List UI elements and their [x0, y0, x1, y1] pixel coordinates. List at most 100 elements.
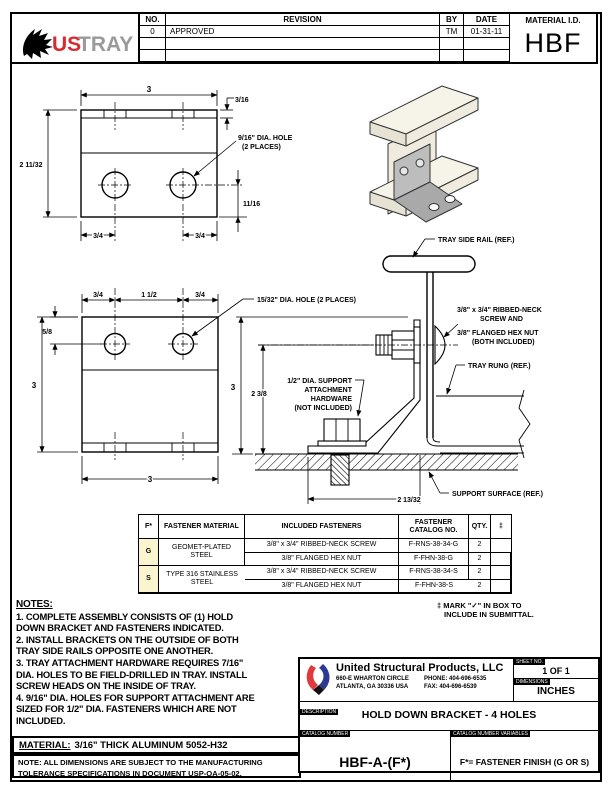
label-hw-line1: 1/2" DIA. SUPPORT: [287, 378, 353, 385]
material-id-label: MATERIAL I.D.: [525, 16, 581, 25]
dim-front-width: 3: [148, 475, 153, 484]
submittal-checkbox-cell: [491, 566, 511, 580]
submittal-checkbox-cell: [491, 552, 511, 566]
ft-included: 3/8" FLANGED HEX NUT: [245, 552, 399, 566]
variables-label: CATALOG NUMBER VARIABLES: [451, 731, 531, 737]
label-support-surface: SUPPORT SURFACE (REF.): [452, 491, 543, 498]
label-screw-line1: 3/8" x 3/4" RIBBED-NECK: [457, 307, 542, 314]
ft-material-s: TYPE 316 STAINLESS STEEL: [159, 566, 245, 593]
note-line: 3. TRAY ATTACHMENT HARDWARE REQUIRES 7/1…: [16, 656, 244, 668]
rev-col-date: DATE: [464, 14, 509, 26]
dim-right-hole: 3/4: [195, 233, 205, 240]
isometric-view: [369, 85, 479, 223]
dim-top-width: 3: [147, 85, 152, 94]
company-row: United Structural Products, LLC 660-E WH…: [300, 659, 598, 702]
sheet-no-value: 1 OF 1: [514, 665, 598, 679]
material-value: 3/16" THICK ALUMINUM 5052-H32: [74, 739, 228, 751]
address-line2: ATLANTA, GA 30336 USA: [336, 683, 409, 690]
fax: FAX: 404-696-6539: [424, 683, 477, 690]
catalog-number: HBF-A-(F*): [339, 754, 411, 770]
title-strip: US TRAY NO. REVISION BY DATE 0 APPROVED …: [10, 12, 598, 64]
company-info: United Structural Products, LLC 660-E WH…: [336, 659, 513, 701]
note-line: DIA. HOLES TO BE FIELD-DRILLED IN TRAY. …: [16, 668, 248, 680]
catalog-row: CATALOG NUMBER HBF-A-(F*) CATALOG NUMBER…: [300, 731, 598, 780]
note-line: SCREW HEADS ON THE INSIDE OF TRAY.: [16, 680, 196, 692]
dim-front-left: 3/4: [93, 292, 103, 299]
sheet-no-label: SHEET NO.: [514, 659, 545, 665]
label-hw-line4: (NOT INCLUDED): [294, 405, 352, 412]
note-line: 4. 9/16" DIA. HOLES FOR SUPPORT ATTACHME…: [16, 691, 255, 703]
label-screw-line2: SCREW AND: [480, 316, 523, 323]
ft-included: 3/8" x 3/4" RIBBED-NECK SCREW: [245, 539, 399, 553]
note-line: 2. INSTALL BRACKETS ON THE OUTSIDE OF BO…: [16, 633, 239, 645]
rev-date: [464, 50, 509, 62]
ft-header-f: F*: [139, 515, 159, 539]
eagle-icon: [23, 29, 53, 59]
rev-by: [440, 38, 464, 50]
notes-block: NOTES: 1. COMPLETE ASSEMBLY CONSISTS OF …: [16, 599, 303, 727]
ft-qty: 2: [469, 539, 491, 553]
ft-catalog: F-FHN-38-S: [399, 580, 469, 593]
tolerance-line2: TOLERANCE SPECIFICATIONS IN DOCUMENT USP…: [18, 768, 242, 778]
ft-header-included: INCLUDED FASTENERS: [245, 515, 399, 539]
dim-section-height: 3: [231, 383, 236, 392]
rev-by: TM: [440, 26, 464, 38]
ft-catalog: F-RNS-38-34-G: [399, 539, 469, 553]
ft-qty: 2: [469, 566, 491, 580]
hole-callout-line1: 9/16" DIA. HOLE: [238, 135, 293, 142]
note-line: SIZED FOR 1/2" DIA. FASTENERS WHICH ARE …: [16, 703, 237, 715]
dimensions-value: INCHES: [537, 686, 575, 697]
dim-side-height: 2 11/32: [20, 162, 43, 169]
rev-desc: [166, 50, 440, 62]
logo-us-text: US: [52, 33, 81, 56]
footnote-line2: INCLUDE IN SUBMITTAL.: [444, 610, 534, 619]
sheet-info: SHEET NO. 1 OF 1 DIMENSIONS INCHES: [513, 659, 598, 701]
rev-date: [464, 38, 509, 50]
front-hole-callout: 15/32" DIA. HOLE (2 PLACES): [257, 297, 356, 304]
rev-col-revision: REVISION: [166, 14, 440, 26]
ft-included: 3/8" x 3/4" RIBBED-NECK SCREW: [245, 566, 399, 580]
title-block: United Structural Products, LLC 660-E WH…: [298, 657, 600, 780]
dim-front-height: 3: [32, 381, 37, 390]
ustray-logo: US TRAY: [12, 14, 140, 62]
rev-desc: APPROVED: [166, 26, 440, 38]
catalog-label: CATALOG NUMBER: [300, 731, 351, 737]
ft-finish-g: G: [139, 539, 159, 566]
front-view: 3/4 1 1/2 3/4 5/8 3 3 15/32" DIA. HOLE (…: [31, 288, 356, 485]
dim-base: 2 13/32: [397, 497, 420, 504]
dim-front-right: 3/4: [195, 292, 205, 299]
rev-no: 0: [140, 26, 166, 38]
dim-left-hole: 3/4: [93, 233, 103, 240]
phone: PHONE: 404-696-6535: [424, 676, 487, 682]
material-label: MATERIAL:: [19, 739, 71, 751]
footnote-line1: ‡ MARK "✓" IN BOX TO: [437, 601, 522, 610]
dimensions-label: DIMENSIONS: [514, 679, 550, 685]
dim-hole-down: 5/8: [42, 329, 52, 336]
label-nut-line1: 3/8" FLANGED HEX NUT: [457, 330, 539, 337]
label-tray-side-rail: TRAY SIDE RAIL (REF.): [438, 237, 515, 244]
usp-logo-icon: [306, 664, 330, 695]
ft-qty: 2: [469, 579, 491, 593]
ft-header-catalog: FASTENER CATALOG NO.: [399, 515, 469, 539]
variables-cell: CATALOG NUMBER VARIABLES F*= FASTENER FI…: [451, 731, 598, 780]
section-view: TRAY SIDE RAIL (REF.) 3/8" x 3/4" RIBBED…: [230, 237, 543, 505]
dim-lip: 3/16: [235, 97, 249, 104]
fastener-table: F* FASTENER MATERIAL INCLUDED FASTENERS …: [138, 514, 512, 594]
ft-qty: 2: [469, 552, 491, 566]
description-label: DESCRIPTION: [300, 709, 339, 715]
label-hw-line2: ATTACHMENT: [304, 387, 352, 394]
rev-by: [440, 50, 464, 62]
submittal-footnote: ‡ MARK "✓" IN BOX TO INCLUDE IN SUBMITTA…: [437, 601, 534, 619]
ft-catalog: F-FHN-38-G: [399, 552, 469, 566]
address-line1: 660-E WHARTON CIRCLE: [336, 676, 409, 682]
label-hw-line3: HARDWARE: [311, 396, 353, 403]
rev-no: [140, 50, 166, 62]
ft-header-mark: ‡: [491, 515, 511, 539]
material-id-value: HBF: [524, 28, 582, 58]
ft-catalog: F-RNS-38-34-S: [399, 566, 469, 580]
revision-table: NO. REVISION BY DATE 0 APPROVED TM 01-31…: [140, 14, 509, 62]
dim-hole-height: 2 3/8: [251, 391, 267, 398]
tolerance-note: NOTE: ALL DIMENSIONS ARE SUBJECT TO THE …: [12, 754, 301, 778]
logo-tray-text: TRAY: [78, 33, 133, 56]
